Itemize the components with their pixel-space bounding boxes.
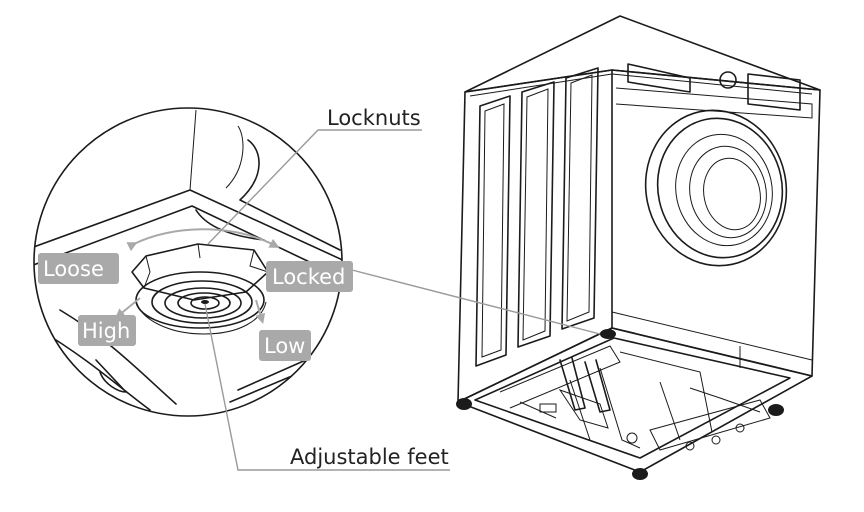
low-label: Low (264, 334, 305, 358)
locked-label: Locked (272, 265, 345, 289)
tag-high: High (78, 315, 136, 346)
loose-label: Loose (43, 257, 104, 281)
detail-magnifier (33, 107, 343, 417)
leader-lines (204, 129, 601, 471)
adjustable-feet-label: Adjustable feet (290, 445, 449, 469)
callout-locknuts: Locknuts (327, 106, 421, 130)
locknuts-label: Locknuts (327, 106, 421, 130)
locknuts-leader (207, 129, 422, 245)
tag-low: Low (259, 330, 311, 361)
magnifier-connector (351, 269, 601, 335)
tag-loose: Loose (38, 253, 119, 284)
high-label: High (82, 319, 130, 343)
callout-adjustable-feet: Adjustable feet (290, 445, 449, 469)
adjustable-feet-leader (204, 303, 450, 471)
tag-locked: Locked (266, 261, 353, 292)
washing-machine (456, 15, 821, 480)
